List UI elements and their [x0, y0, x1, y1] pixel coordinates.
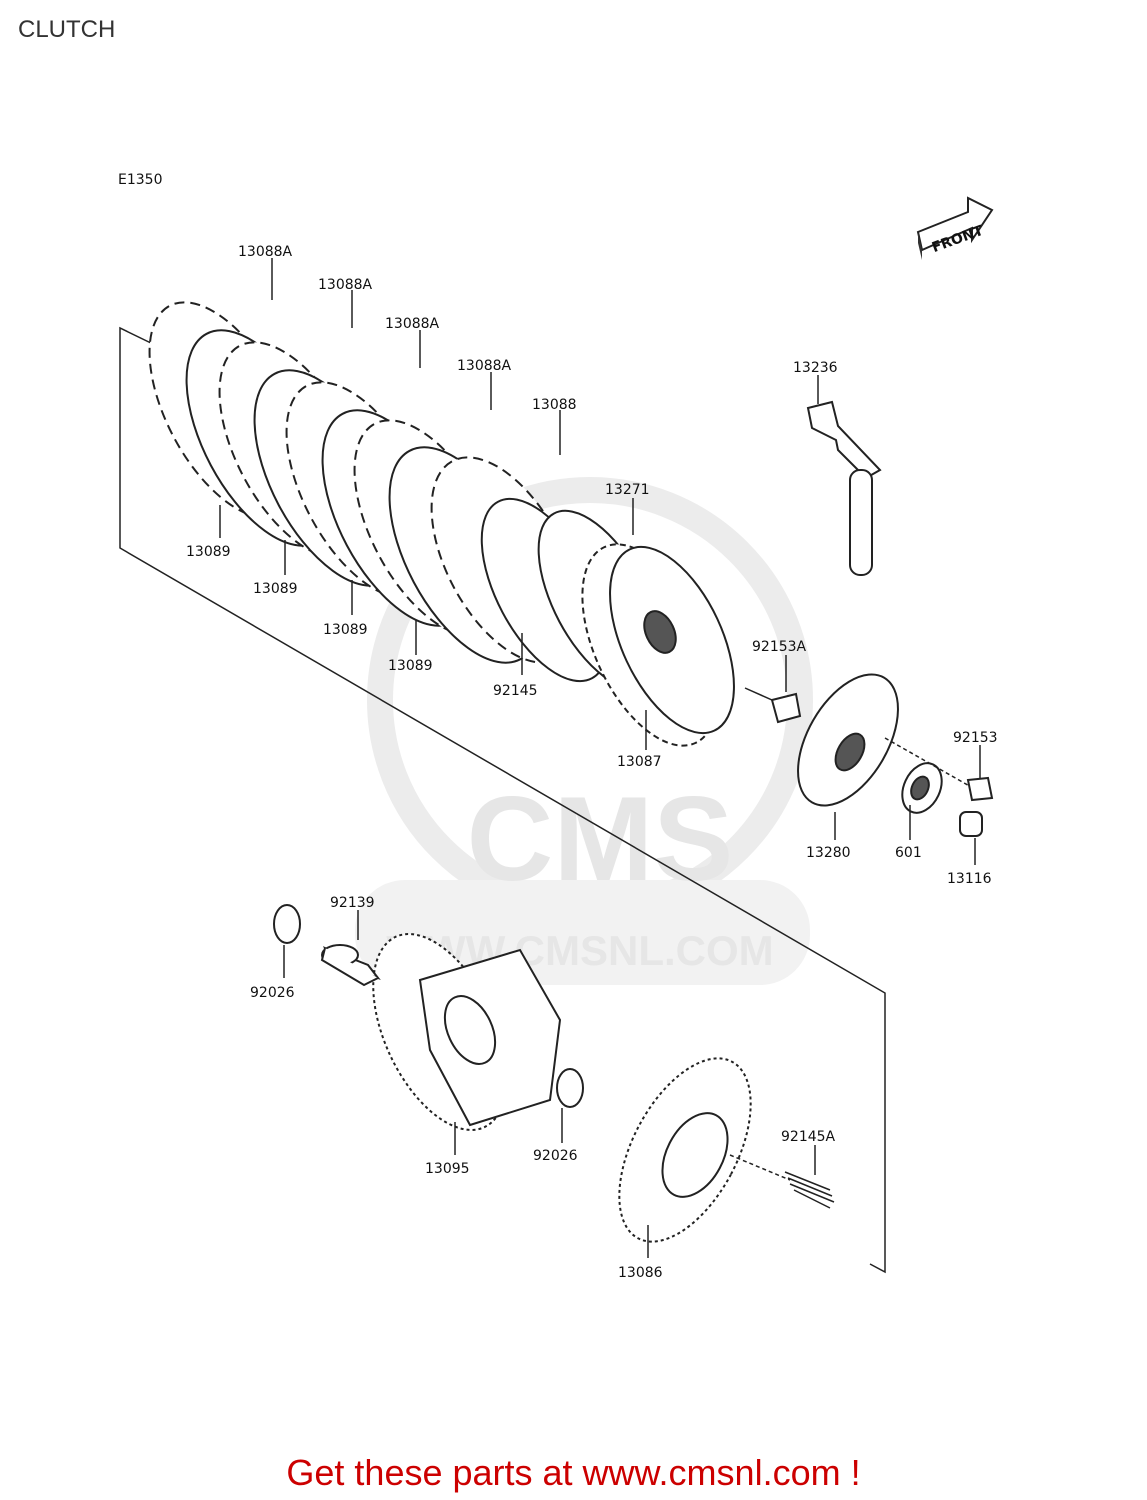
parts-link[interactable]: Get these parts at www.cmsnl.com !: [286, 1452, 861, 1493]
part-number-13088A-1: 13088A: [238, 244, 293, 260]
part-number-13088A-4: 13088A: [457, 358, 512, 374]
part-number-92145A: 92145A: [781, 1129, 836, 1145]
part-number-13236: 13236: [793, 360, 838, 376]
gear-13086: [618, 1057, 752, 1243]
spring-92145A: [729, 1154, 835, 1209]
part-number-92139: 92139: [330, 895, 375, 911]
part-number-13089-2: 13089: [253, 581, 298, 597]
part-number-13088: 13088: [532, 397, 577, 413]
page-title: CLUTCH: [18, 16, 116, 43]
bolt-92153A: [744, 687, 802, 724]
washer-92026-left: [273, 904, 301, 944]
diagram-code: E1350: [118, 172, 162, 188]
part-number-601: 601: [895, 845, 922, 861]
clutch-hub: [581, 543, 735, 747]
part-number-92145: 92145: [493, 683, 538, 699]
part-labels: 13088A 13088A 13088A 13088A 13088 13089 …: [186, 244, 998, 1281]
clutch-plate-stack: [148, 301, 663, 691]
leader-lines: [219, 258, 981, 1258]
assembly-frame: [119, 326, 886, 1274]
bolt-13116: [959, 811, 983, 837]
part-number-13086: 13086: [618, 1265, 663, 1281]
part-number-13089-3: 13089: [323, 622, 368, 638]
part-number-92026-left: 92026: [250, 985, 295, 1001]
part-number-13089-4: 13089: [388, 658, 433, 674]
part-number-92153: 92153: [953, 730, 998, 746]
part-number-13271: 13271: [605, 482, 650, 498]
bolt-92153: [884, 737, 994, 802]
part-number-13095: 13095: [425, 1161, 470, 1177]
push-rod: [806, 400, 882, 576]
part-number-92153A: 92153A: [752, 639, 807, 655]
part-number-13280: 13280: [806, 845, 851, 861]
part-number-13088A-2: 13088A: [318, 277, 373, 293]
part-number-13088A-3: 13088A: [385, 316, 440, 332]
washer-92026-right: [556, 1068, 584, 1108]
sleeve-92139: [320, 944, 381, 987]
watermark-brand: CMS: [467, 772, 734, 906]
pressure-plate: [797, 673, 899, 807]
front-arrow-icon: FRONT: [916, 196, 994, 260]
part-number-13116: 13116: [947, 871, 992, 887]
part-number-92026-right: 92026: [533, 1148, 578, 1164]
clutch-housing: [372, 933, 562, 1131]
part-number-13087: 13087: [617, 754, 662, 770]
bearing-601: [901, 762, 943, 814]
part-number-13089-1: 13089: [186, 544, 231, 560]
